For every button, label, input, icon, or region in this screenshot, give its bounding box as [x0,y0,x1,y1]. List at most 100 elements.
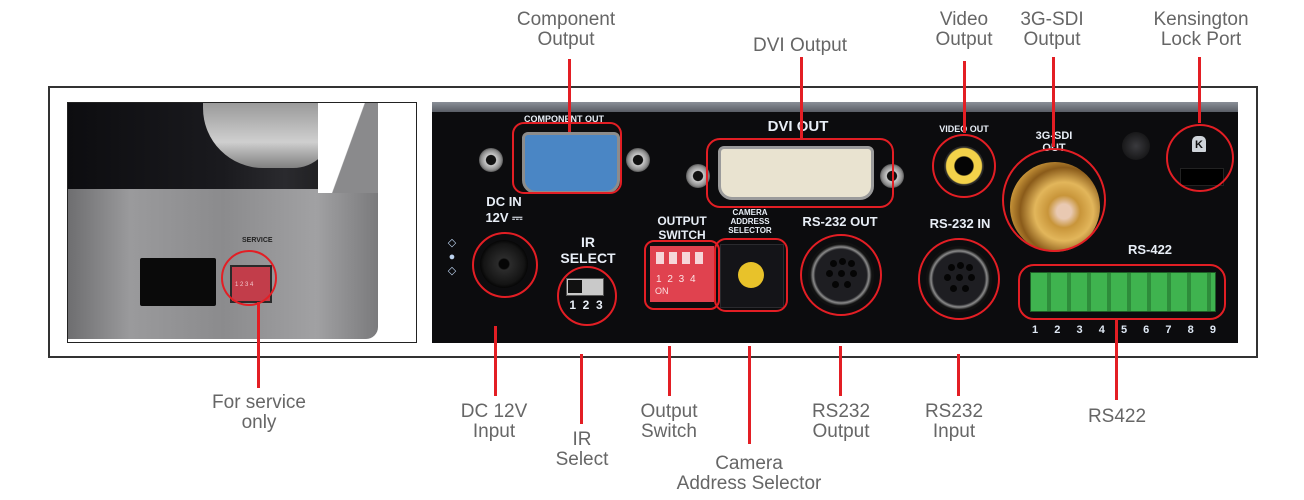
kensington-highlight-ring [1166,124,1234,192]
callout-dvi-output: DVI Output [753,36,847,56]
callout-video-output: Video Output [935,10,992,50]
polarity-icon: ◇●◇ [447,237,457,277]
rs422-pin-6: 6 [1143,324,1150,336]
callout-ir-select: IR Select [556,430,609,470]
rs422-terminal-block [1030,272,1216,312]
dvi-out-label: DVI OUT [767,118,829,135]
leader-ir-select [580,354,583,424]
callout-line: For service [212,392,306,413]
rs232-in-label: RS-232 IN [929,216,991,231]
rs422-pin-numbers: 1 2 3 4 5 6 7 8 9 [1032,324,1216,336]
component-screw-left [479,148,503,172]
callout-line: Output [812,421,870,442]
callout-line: Kensington [1153,9,1249,30]
callout-line: Output [640,401,698,422]
callout-line: RS232 [811,401,871,422]
component-screw-right [626,148,650,172]
dc-in-label-1: DC IN [486,194,522,209]
rs232-in-highlight-ring [918,238,1000,320]
callout-rs422: RS422 [1088,407,1146,427]
rs232-out-highlight-ring [800,234,882,316]
callout-line: RS232 [924,401,984,422]
leader-camera-address [748,346,751,444]
camera-address-label-3: SELECTOR [728,226,772,235]
leader-rs232-input [957,354,960,396]
callout-line: DC 12V [460,401,528,422]
rs422-pin-8: 8 [1187,324,1194,336]
service-highlight-ring [221,250,277,306]
dip-numbers: 1 2 3 4 [656,274,696,285]
dc-in-label-2: 12V ⎓ [485,210,523,225]
rs422-pin-4: 4 [1098,324,1105,336]
rs422-pin-9: 9 [1209,324,1216,336]
camera-base [68,189,378,339]
leader-component-output [568,59,571,132]
camera-address-label-1: CAMERA [732,208,768,217]
dip-on-label: ON [655,286,669,296]
rotary-knob [738,262,764,288]
callout-camera-address: Camera Address Selector [677,454,822,494]
output-switch-highlight-ring [644,240,720,310]
callout-component-output: Component Output [517,10,615,50]
leader-service [257,302,260,388]
callout-line: IR [572,429,592,450]
ir-select-label-1: IR [581,234,595,250]
camera-address-highlight-ring [714,238,788,312]
rs422-label: RS-422 [1127,242,1173,257]
callout-kensington-lock: Kensington Lock Port [1153,10,1248,50]
leader-rs422 [1115,318,1118,400]
callout-line: Video [939,9,989,30]
callout-line: Address Selector [676,473,822,494]
output-dip-switch: 1 2 3 4 ON [650,246,714,302]
dc-highlight-ring [472,232,538,298]
leader-dc-input [494,326,497,396]
rs422-highlight-ring [1018,264,1226,320]
rs422-pin-1: 1 [1032,324,1039,336]
camera-address-label-2: ADDRESS [730,217,770,226]
callout-rs232-input: RS232 Input [925,402,983,442]
ir-select-label-2: SELECT [560,250,616,266]
output-switch-label-1: OUTPUT [657,214,707,228]
callout-line: Camera [715,453,783,474]
callout-line: Output [1023,29,1081,50]
dvi-highlight-ring [706,138,894,208]
callout-line: Select [555,449,609,470]
leader-sdi-output [1052,57,1055,147]
callout-line: Output [935,29,993,50]
callout-line: Output [537,29,595,50]
camera-base-bevel [318,103,378,193]
callout-line: only [241,412,277,433]
sensor-dome [1122,132,1150,160]
callout-line: 3G-SDI [1020,9,1084,30]
leader-rs232-output [839,346,842,396]
leader-video-output [963,61,966,133]
dip-keys [656,252,708,264]
dvi-connector [718,146,874,200]
leader-kensington-lock [1198,57,1201,123]
panel-top-edge [432,102,1238,112]
callout-line: RS422 [1087,406,1147,427]
callout-output-switch: Output Switch [640,402,697,442]
ir-receiver-window [140,258,216,306]
callout-line: Component [516,9,616,30]
ir-highlight-ring [557,266,617,326]
callout-sdi-output: 3G-SDI Output [1020,10,1083,50]
camera-side-photo: SERVICE 1 2 3 4 [67,102,417,343]
sdi-highlight-ring [1002,148,1106,252]
callout-line: DVI Output [753,35,847,56]
callout-dc-input: DC 12V Input [461,402,528,442]
output-switch-label-2: SWITCH [658,228,706,242]
diagram-frame [48,86,1304,358]
callout-line: Input [932,421,976,442]
component-out-label: COMPONENT OUT [524,114,604,124]
rs422-pin-2: 2 [1054,324,1061,336]
rs422-pin-3: 3 [1076,324,1083,336]
rear-panel-photo: COMPONENT OUT DVI OUT VIDEO OUT 3G-SDI O… [432,102,1238,343]
callout-line: Input [472,421,516,442]
component-highlight-ring [512,122,622,194]
rs422-pin-5: 5 [1120,324,1128,336]
leader-dvi-output [800,57,803,139]
leader-output-switch [668,346,671,396]
video-highlight-ring [932,134,996,198]
rs422-pin-7: 7 [1165,324,1172,336]
